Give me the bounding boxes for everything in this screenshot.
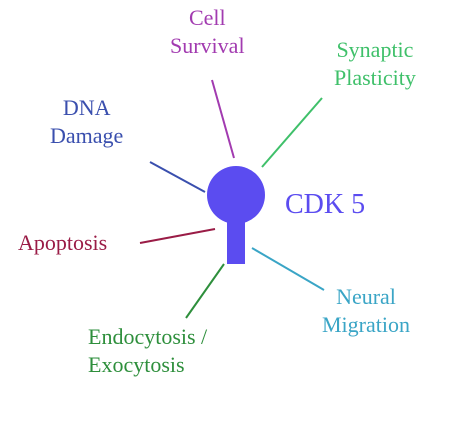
label-neural-migration-line-1: Neural xyxy=(336,284,396,309)
connector-apoptosis xyxy=(139,228,216,244)
label-apoptosis: Apoptosis xyxy=(18,229,107,257)
connector-synaptic-plasticity xyxy=(261,97,323,168)
label-synaptic-plasticity-line-1: Synaptic xyxy=(336,37,414,62)
label-endocytosis-exocytosis-line-1: Endocytosis / xyxy=(88,324,208,349)
cdk5-label: CDK 5 xyxy=(285,189,366,220)
label-synaptic-plasticity-line-2: Plasticity xyxy=(334,65,416,90)
connector-dna-damage xyxy=(149,161,206,193)
label-dna-damage: DNA Damage xyxy=(50,94,123,150)
label-neural-migration-line-2: Migration xyxy=(322,312,410,337)
label-apoptosis-line-1: Apoptosis xyxy=(18,230,108,255)
label-synaptic-plasticity: Synaptic Plasticity xyxy=(334,36,416,92)
connector-endocytosis-exocytosis xyxy=(185,263,225,319)
label-endocytosis-exocytosis: Endocytosis / Exocytosis xyxy=(88,323,207,379)
label-cell-survival-line-1: Cell xyxy=(188,5,226,30)
cdk5-stem-shape xyxy=(227,222,245,264)
label-endocytosis-exocytosis-line-2: Exocytosis xyxy=(88,352,185,377)
label-dna-damage-line-2: Damage xyxy=(50,123,124,148)
label-cell-survival: Cell Survival xyxy=(170,4,245,60)
label-dna-damage-line-1: DNA xyxy=(62,95,111,120)
connector-cell-survival xyxy=(211,79,235,159)
connector-neural-migration xyxy=(251,247,325,291)
cdk5-head-shape xyxy=(207,166,265,224)
label-neural-migration: Neural Migration xyxy=(322,283,410,339)
label-cell-survival-line-2: Survival xyxy=(170,33,245,58)
